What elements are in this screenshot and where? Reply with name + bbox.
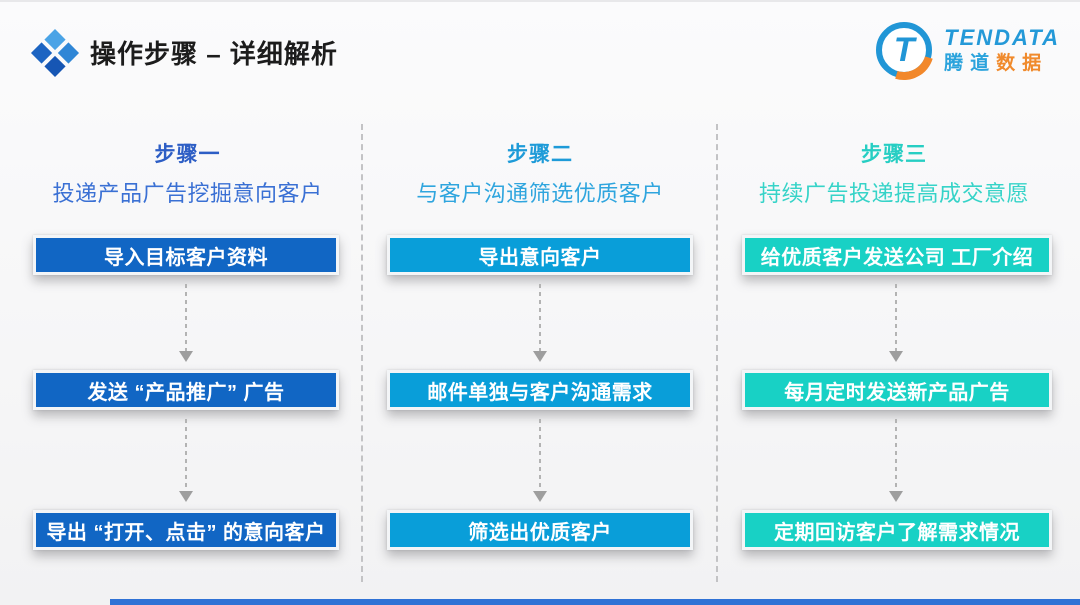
arrow-down-icon [185, 284, 187, 351]
logo-emblem-icon: T [863, 9, 945, 91]
header: 操作步骤 – 详细解析 [30, 28, 338, 77]
brand-name-cn: 腾道数据 [944, 53, 1060, 75]
tendata-logo: T TENDATA 腾道数据 [863, 9, 1060, 91]
step2-header: 步骤二 与客户沟通筛选优质客户 [383, 138, 697, 208]
logo-letter: T [893, 30, 915, 69]
step2-title: 步骤二 [507, 143, 573, 166]
page-title: 操作步骤 – 详细解析 [90, 39, 338, 69]
flow-box: 定期回访客户了解需求情况 [742, 510, 1052, 550]
step1-header: 步骤一 投递产品广告挖掘意向客户 [30, 138, 345, 208]
flow-box: 导出 “打开、点击” 的意向客户 [33, 510, 339, 550]
flow-box: 邮件单独与客户沟通需求 [387, 370, 693, 410]
step3-subtitle: 持续广告投递提高成交意愿 [758, 181, 1029, 206]
brand-name-en: TENDATA [944, 24, 1060, 50]
brand-cn-orange: 数据 [996, 53, 1049, 75]
flow-box: 发送 “产品推广” 广告 [33, 370, 339, 410]
flow-box: 导出意向客户 [387, 235, 693, 275]
flow-box: 每月定时发送新产品广告 [742, 370, 1052, 410]
arrow-down-icon [539, 284, 541, 351]
flow-box: 给优质客户发送公司 工厂介绍 [742, 235, 1052, 275]
brand-cn-blue: 腾道 [944, 53, 997, 75]
diamond-icon [30, 28, 80, 77]
step2-subtitle: 与客户沟通筛选优质客户 [416, 181, 664, 206]
column-divider [716, 124, 718, 582]
logo-text: TENDATA 腾道数据 [944, 25, 1060, 75]
arrow-down-icon [185, 419, 187, 491]
column-divider [361, 124, 363, 582]
step1-subtitle: 投递产品广告挖掘意向客户 [52, 181, 323, 206]
footer-accent-bar [110, 599, 1080, 605]
arrow-down-icon [539, 419, 541, 491]
flow-box: 导入目标客户资料 [33, 235, 339, 275]
arrow-down-icon [895, 284, 897, 351]
arrow-down-icon [895, 419, 897, 491]
step1-title: 步骤一 [154, 143, 221, 166]
step3-title: 步骤三 [861, 143, 927, 166]
flow-box: 筛选出优质客户 [387, 510, 693, 550]
step3-header: 步骤三 持续广告投递提高成交意愿 [733, 138, 1055, 208]
